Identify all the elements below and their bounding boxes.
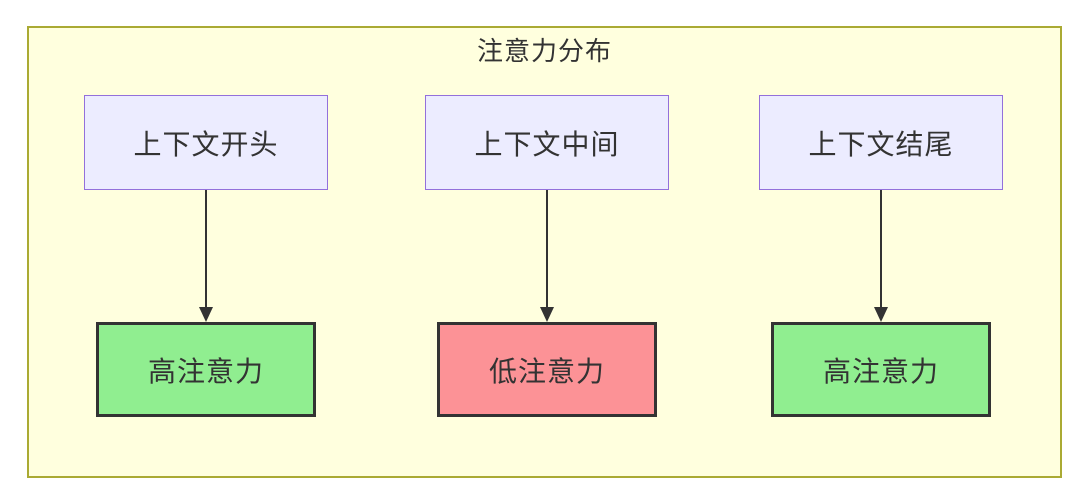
context-middle-label: 上下文中间 xyxy=(474,128,620,160)
flow-column-context-start: 上下文开头 高注意力 xyxy=(81,95,331,417)
flow-column-context-end: 上下文结尾 高注意力 xyxy=(756,95,1006,417)
high-attention-label: 高注意力 xyxy=(822,355,939,387)
high-attention-node: 高注意力 xyxy=(771,322,991,417)
low-attention-node: 低注意力 xyxy=(437,322,657,417)
high-attention-label: 高注意力 xyxy=(147,355,264,387)
context-end-node: 上下文结尾 xyxy=(759,95,1003,190)
attention-distribution-diagram: 注意力分布 上下文开头 高注意力 上下文中间 xyxy=(27,26,1062,478)
high-attention-node: 高注意力 xyxy=(96,322,316,417)
context-start-node: 上下文开头 xyxy=(84,95,328,190)
flow-column-context-middle: 上下文中间 低注意力 xyxy=(422,95,672,417)
context-middle-node: 上下文中间 xyxy=(425,95,669,190)
context-end-label: 上下文结尾 xyxy=(808,128,954,160)
diagram-title: 注意力分布 xyxy=(476,36,612,66)
context-start-label: 上下文开头 xyxy=(133,128,279,160)
arrow-down-icon xyxy=(873,190,889,322)
low-attention-label: 低注意力 xyxy=(488,355,605,387)
arrow-down-icon xyxy=(539,190,555,322)
arrow-down-icon xyxy=(198,190,214,322)
